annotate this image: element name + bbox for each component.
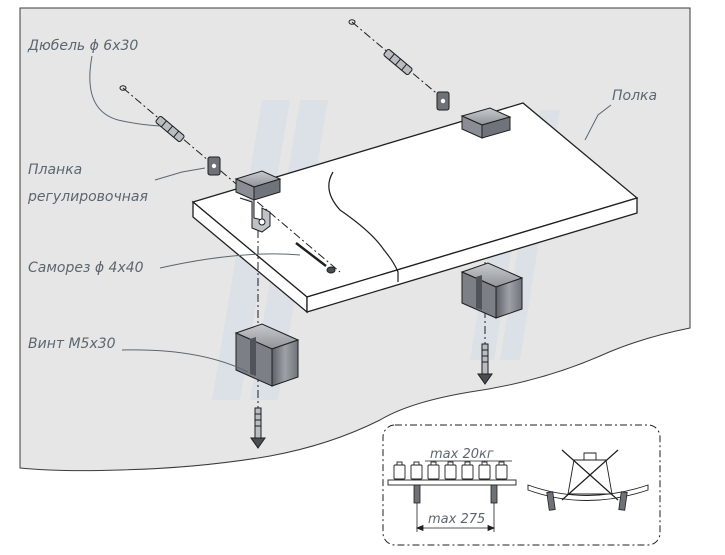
dowel-left (119, 85, 185, 143)
adjusting-plate-right (436, 91, 450, 111)
bracket-left (234, 170, 282, 233)
inset-shelf (387, 479, 517, 486)
label-shelf: Полка (612, 88, 657, 104)
inset-bent-supports (546, 491, 628, 511)
bolt-right (477, 343, 493, 385)
inset-max-load: max 20кг (430, 447, 494, 462)
span-dimension (415, 503, 496, 532)
block-right-top (460, 107, 512, 139)
label-bar-line1: Планка (28, 162, 82, 178)
leader-lines (89, 55, 612, 373)
inset-max-span: max 275 (428, 512, 485, 527)
dowel-right (348, 19, 413, 76)
adjusting-plate-left (207, 156, 221, 176)
wood-screw (295, 242, 336, 274)
weights (393, 461, 508, 480)
label-bolt: Винт М5х30 (28, 336, 116, 352)
bottom-block-right (460, 262, 524, 319)
label-bar-line2: регулировочная (27, 189, 148, 205)
bolt-left (250, 407, 266, 449)
inset-bent-shelf (527, 484, 649, 501)
load-inset: max 20кг max 275 (382, 424, 661, 546)
label-screw: Саморез ϕ 4х40 (28, 260, 144, 276)
cross-icon (561, 449, 619, 501)
bottom-block-left (234, 323, 300, 387)
label-dowel: Дюбель ϕ 6х30 (27, 38, 138, 54)
